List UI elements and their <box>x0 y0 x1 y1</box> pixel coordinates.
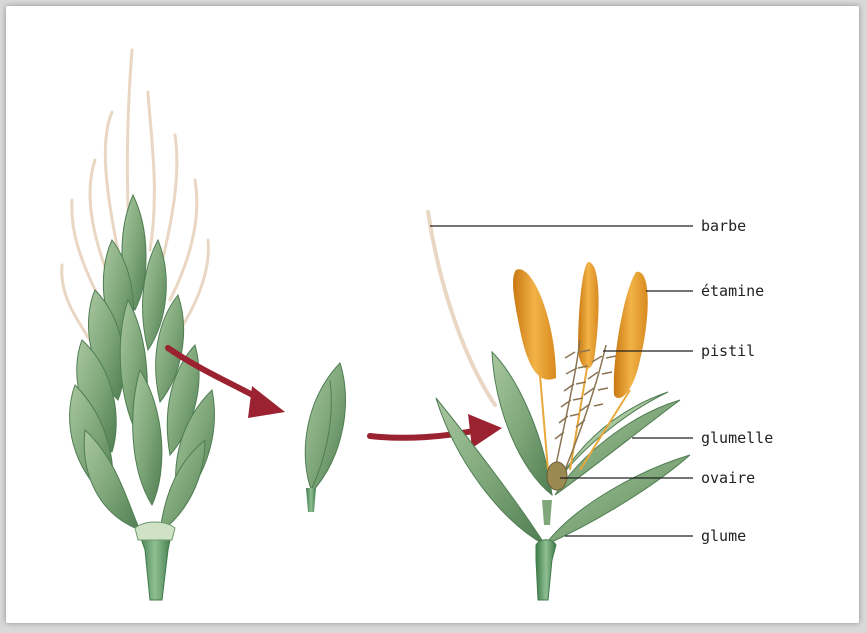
label-pistil: pistil <box>701 342 755 360</box>
arrowhead-2 <box>468 414 502 448</box>
single-spikelet-illustration <box>305 363 345 512</box>
label-barbe: barbe <box>701 217 746 235</box>
barbe-awn <box>428 212 495 405</box>
anther-left <box>513 269 556 379</box>
label-glume: glume <box>701 527 746 545</box>
flower-stem <box>536 540 556 600</box>
label-etamine: étamine <box>701 282 764 300</box>
label-ovaire: ovaire <box>701 469 755 487</box>
flower-dissection-illustration <box>428 212 690 600</box>
anther-right <box>614 272 648 398</box>
wheat-ear-illustration <box>62 50 215 600</box>
label-glumelle: glumelle <box>701 429 773 447</box>
arrowhead-1 <box>248 386 285 418</box>
anther-middle <box>578 262 599 369</box>
ovary <box>547 462 567 490</box>
